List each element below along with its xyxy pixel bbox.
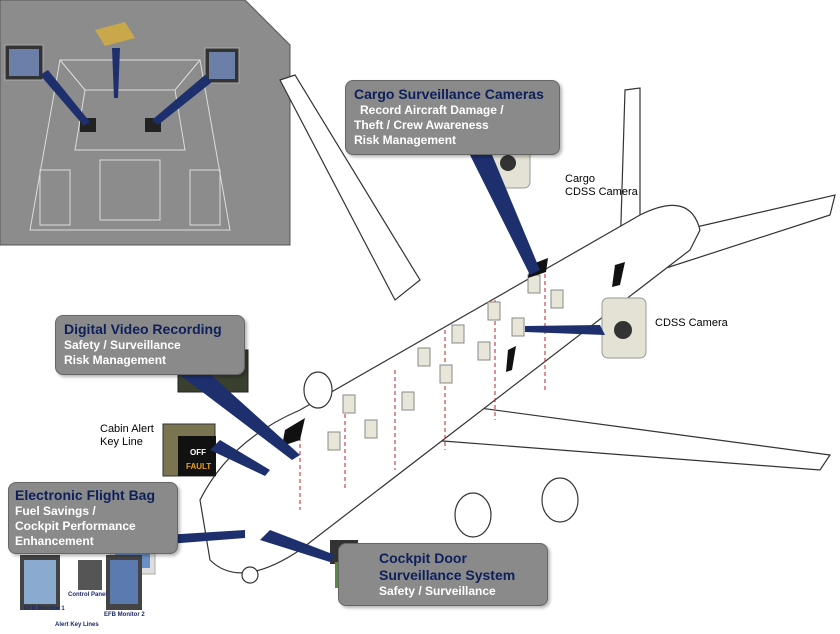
monitor-icons [4, 22, 240, 132]
efb-monitor-2-label: EFB Monitor 2 [104, 612, 145, 618]
callout-title-line2: Surveillance System [379, 567, 516, 583]
cdss-camera-label: CDSS Camera [655, 317, 728, 329]
callout-line: Safety / Surveillance [64, 338, 181, 352]
cockpit-door-callout: Cockpit Door Surveillance System Safety … [338, 543, 548, 606]
callout-pointers [155, 150, 605, 562]
callout-line: Safety / Surveillance [379, 584, 496, 598]
cargo-surveillance-callout: Cargo Surveillance Cameras Record Aircra… [345, 80, 560, 155]
efb-callout: Electronic Flight Bag Fuel Savings / Coc… [8, 482, 178, 554]
key-off-text: OFF [190, 448, 206, 457]
key-fault-text: FAULT [186, 462, 212, 471]
cabin-alert-label: Cabin Alert Key Line [100, 423, 154, 449]
callout-line: Enhancement [15, 534, 94, 548]
control-panel-label: Control Panel [68, 592, 108, 598]
callout-title: Cockpit Door [379, 550, 467, 566]
callout-line: Record Aircraft Damage / [360, 103, 504, 117]
callout-line: Risk Management [64, 353, 167, 367]
alert-key-lines-label: Alert Key Lines [55, 622, 99, 628]
callout-line: Cockpit Performance [15, 519, 136, 533]
callout-line: Theft / Crew Awareness [354, 118, 489, 132]
cargo-cdss-label: Cargo CDSS Camera [565, 173, 638, 199]
label-line: CDSS Camera [565, 186, 638, 198]
callout-title: Cargo Surveillance Cameras [354, 86, 544, 102]
label-line: Cabin Alert [100, 423, 154, 435]
callout-line: Fuel Savings / [15, 504, 96, 518]
callout-title: Electronic Flight Bag [15, 487, 156, 503]
inset-pointers [40, 48, 212, 126]
label-line: Cargo [565, 173, 595, 185]
label-line: Key Line [100, 436, 143, 448]
cockpit-wireframe [29, 59, 231, 231]
callout-line: Risk Management [354, 133, 457, 147]
aircraft-outline [199, 74, 836, 584]
efb-monitor-1-label: EFB Monitor 1 [24, 606, 65, 612]
camera-units [327, 274, 564, 451]
dvr-callout: Digital Video Recording Safety / Surveil… [55, 315, 245, 375]
callout-title: Digital Video Recording [64, 321, 222, 337]
camera-zone-lines [299, 260, 546, 510]
